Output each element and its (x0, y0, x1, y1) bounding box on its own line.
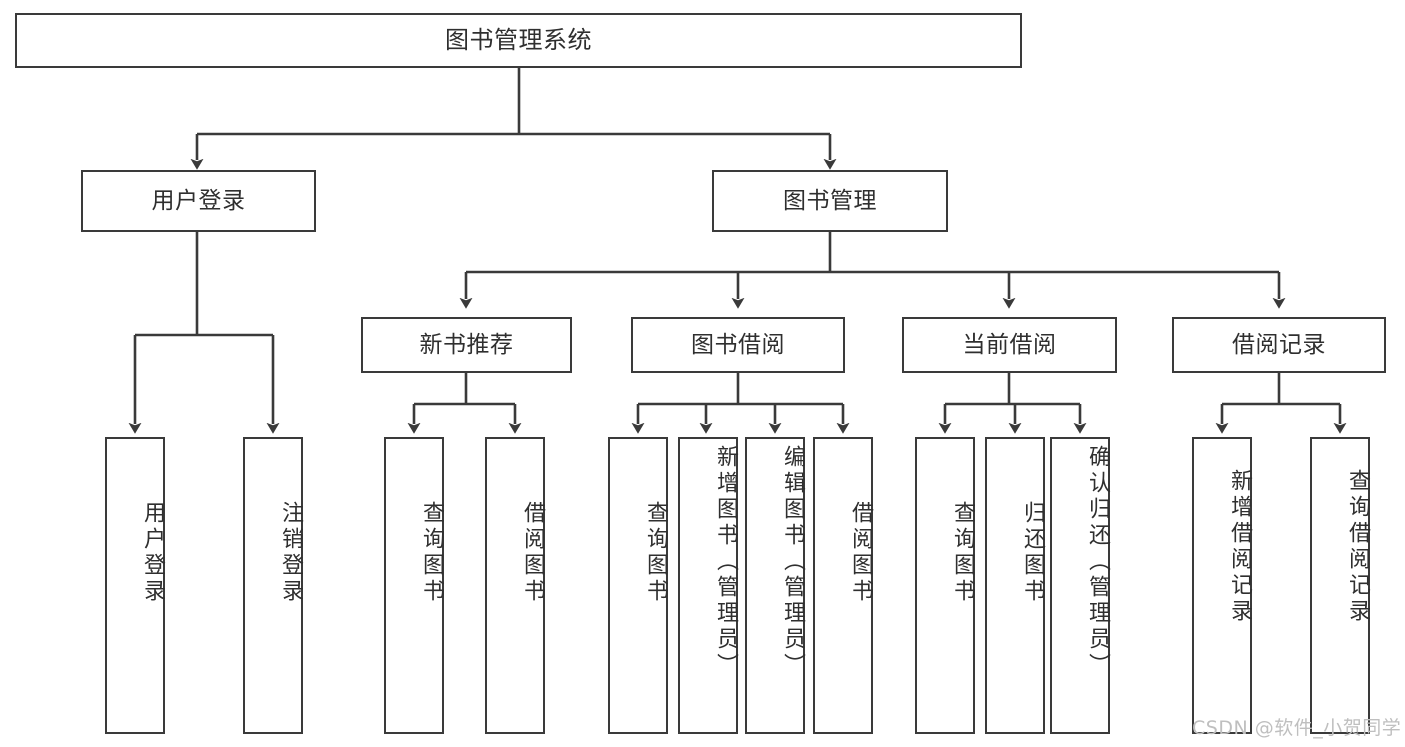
node-borrow-record[interactable]: 借阅记录 (1172, 317, 1386, 373)
node-current-borrow-label: 当前借阅 (962, 331, 1057, 358)
node-book-borrow[interactable]: 图书借阅 (631, 317, 845, 373)
node-leaf-user-login[interactable]: 用户登录 (105, 437, 165, 734)
node-leaf-logout-login[interactable]: 注销登录 (243, 437, 303, 734)
node-leaf-add-book-label: 新增图书（管理员） (713, 445, 738, 679)
node-leaf-borrow-book-2-label: 借阅图书 (848, 501, 873, 605)
node-book-manage-label: 图书管理 (783, 187, 877, 214)
node-leaf-query-book-1[interactable]: 查询图书 (384, 437, 444, 734)
node-leaf-query-book-1-label: 查询图书 (419, 501, 444, 605)
node-leaf-return-book-label: 归还图书 (1020, 501, 1045, 605)
node-leaf-borrow-book-1-label: 借阅图书 (520, 501, 545, 605)
node-leaf-query-record-label: 查询借阅记录 (1345, 469, 1370, 625)
node-root-label: 图书管理系统 (445, 25, 592, 54)
node-leaf-add-book[interactable]: 新增图书（管理员） (678, 437, 738, 734)
node-new-book-rec[interactable]: 新书推荐 (361, 317, 572, 373)
node-book-manage[interactable]: 图书管理 (712, 170, 948, 232)
node-root[interactable]: 图书管理系统 (15, 13, 1022, 68)
node-leaf-borrow-book-1[interactable]: 借阅图书 (485, 437, 545, 734)
node-leaf-confirm-return[interactable]: 确认归还（管理员） (1050, 437, 1110, 734)
node-leaf-query-book-2[interactable]: 查询图书 (608, 437, 668, 734)
node-user-login-label: 用户登录 (151, 187, 246, 214)
node-leaf-edit-book-label: 编辑图书（管理员） (780, 445, 805, 679)
node-leaf-query-book-3-label: 查询图书 (950, 501, 975, 605)
node-leaf-borrow-book-2[interactable]: 借阅图书 (813, 437, 873, 734)
csdn-watermark: CSDN @软件_小贺同学 (1192, 717, 1402, 739)
node-leaf-query-record[interactable]: 查询借阅记录 (1310, 437, 1370, 734)
node-leaf-add-record-label: 新增借阅记录 (1227, 469, 1252, 625)
node-leaf-return-book[interactable]: 归还图书 (985, 437, 1045, 734)
node-leaf-query-book-2-label: 查询图书 (643, 501, 668, 605)
node-leaf-user-login-label: 用户登录 (140, 501, 165, 605)
node-new-book-rec-label: 新书推荐 (419, 331, 514, 358)
node-leaf-query-book-3[interactable]: 查询图书 (915, 437, 975, 734)
node-leaf-confirm-return-label: 确认归还（管理员） (1085, 445, 1110, 679)
node-book-borrow-label: 图书借阅 (691, 331, 785, 358)
node-leaf-add-record[interactable]: 新增借阅记录 (1192, 437, 1252, 734)
node-leaf-logout-login-label: 注销登录 (278, 501, 303, 605)
node-user-login[interactable]: 用户登录 (81, 170, 316, 232)
node-borrow-record-label: 借阅记录 (1232, 331, 1326, 358)
node-current-borrow[interactable]: 当前借阅 (902, 317, 1117, 373)
node-leaf-edit-book[interactable]: 编辑图书（管理员） (745, 437, 805, 734)
